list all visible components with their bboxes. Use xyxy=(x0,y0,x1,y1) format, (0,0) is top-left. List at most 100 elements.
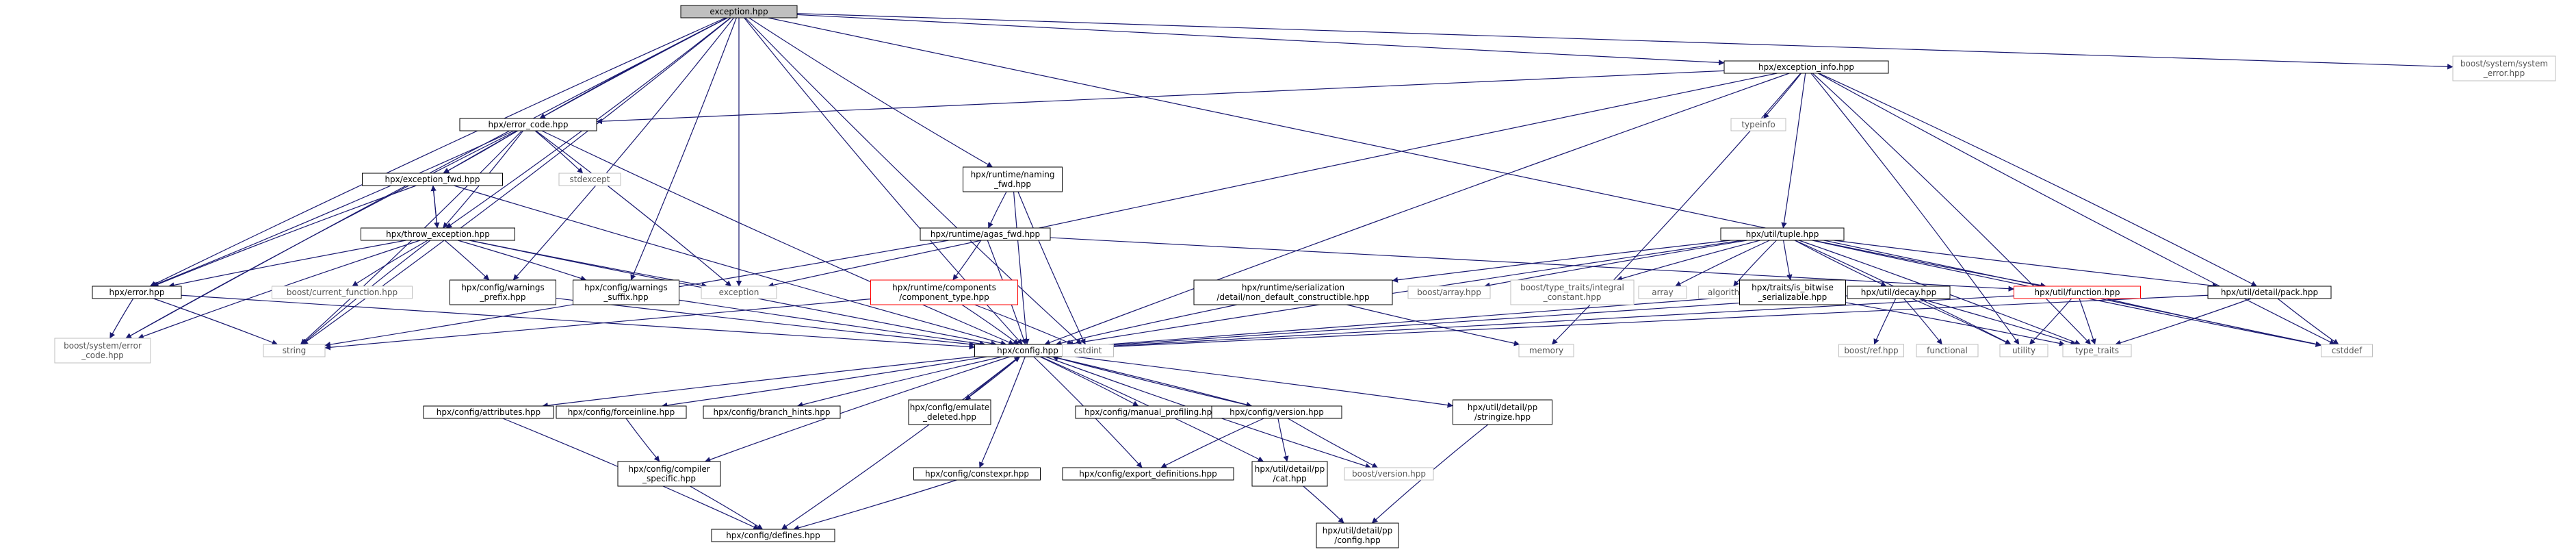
node-hpx-config-export-definitions-hpp[interactable]: hpx/config/export_definitions.hpp xyxy=(1062,467,1234,481)
node-cstdint: cstdint xyxy=(1062,344,1114,357)
node-label: hpx/exception_info.hpp xyxy=(1758,62,1854,72)
node-label: _suffix.hpp xyxy=(603,292,648,302)
node-box xyxy=(701,286,777,299)
dependency-edges xyxy=(109,13,2454,531)
edge-version-to-config xyxy=(1052,355,1252,407)
node-label: typeinfo xyxy=(1741,120,1775,129)
node-hpx-exception-info-hpp[interactable]: hpx/exception_info.hpp xyxy=(1723,60,1889,74)
node-label: hpx/util/detail/pp xyxy=(1255,464,1325,474)
node-box xyxy=(1062,344,1114,357)
edge-forceinline-to-compiler xyxy=(625,418,660,462)
node-hpx-config-warnings-prefix-hpp[interactable]: hpx/config/warnings_prefix.hpp xyxy=(450,279,556,305)
edge-function-to-typetraits xyxy=(2079,298,2096,345)
edge-config-to-version xyxy=(1052,356,1253,408)
edge-function-to-utility xyxy=(2029,298,2072,345)
node-box xyxy=(2321,344,2373,357)
node-label: hpx/config/emulate xyxy=(910,403,990,412)
node-hpx-util-decay-hpp[interactable]: hpx/util/decay.hpp xyxy=(1847,286,1951,299)
node-label: /detail/non_default_constructible.hpp xyxy=(1217,292,1369,302)
node-hpx-util-detail-pp-stringize-hpp[interactable]: hpx/util/detail/pp/stringize.hpp xyxy=(1453,399,1552,425)
edge-pack-to-config xyxy=(1080,294,2209,351)
node-hpx-config-branch-hints-hpp[interactable]: hpx/config/branch_hints.hpp xyxy=(703,405,841,419)
edge-config-to-stringize xyxy=(1075,356,1453,408)
edge-config-to-attributes xyxy=(542,356,975,409)
edge-exinfo-to-pack xyxy=(1819,73,2257,287)
node-hpx-config-hpp[interactable]: hpx/config.hpp xyxy=(974,344,1081,357)
node-label: stdexcept xyxy=(570,175,610,184)
node-label: hpx/runtime/components xyxy=(892,283,996,292)
node-boost-type-traits-integral-constant-hpp: boost/type_traits/integral_constant.hpp xyxy=(1510,279,1635,305)
node-hpx-runtime-serialization-detail-non-default-constructible-hpp[interactable]: hpx/runtime/serialization/detail/non_def… xyxy=(1193,279,1393,305)
edge-tuple-to-decay xyxy=(1794,240,1887,287)
edge-tuple-to-algorithm xyxy=(1733,240,1777,287)
node-label: hpx/util/tuple.hpp xyxy=(1746,229,1819,239)
node-hpx-config-manual-profiling-hpp[interactable]: hpx/config/manual_profiling.hpp xyxy=(1075,405,1227,419)
node-label: exception.hpp xyxy=(710,7,768,16)
node-hpx-util-function-hpp[interactable]: hpx/util/function.hpp xyxy=(2014,286,2141,299)
node-label: hpx/traits/is_bitwise xyxy=(1752,283,1834,292)
edge-exinfo-to-utility xyxy=(1810,73,2020,345)
node-hpx-config-attributes-hpp[interactable]: hpx/config/attributes.hpp xyxy=(423,405,554,419)
node-box xyxy=(573,279,679,305)
node-box xyxy=(54,338,151,364)
edge-root-to-warnpre xyxy=(512,17,734,281)
node-hpx-config-version-hpp[interactable]: hpx/config/version.hpp xyxy=(1211,405,1342,419)
edge-pack-to-typetraits xyxy=(2115,298,2252,346)
edge-function-to-cstddef xyxy=(2105,298,2321,347)
node-label: hpx/config/compiler xyxy=(628,464,710,474)
node-hpx-exception-fwd-hpp[interactable]: hpx/exception_fwd.hpp xyxy=(362,173,503,186)
node-hpx-config-warnings-suffix-hpp[interactable]: hpx/config/warnings_suffix.hpp xyxy=(573,279,679,305)
node-label: hpx/config/warnings xyxy=(461,283,544,292)
node-hpx-runtime-agas-fwd-hpp[interactable]: hpx/runtime/agas_fwd.hpp xyxy=(920,227,1051,241)
edge-root-to-syserr xyxy=(796,13,2454,70)
node-label: cstddef xyxy=(2332,346,2363,355)
node-hpx-config-compiler-specific-hpp[interactable]: hpx/config/compiler_specific.hpp xyxy=(617,461,721,487)
node-hpx-error-hpp[interactable]: hpx/error.hpp xyxy=(92,286,182,299)
node-exception-hpp[interactable]: exception.hpp xyxy=(680,5,798,18)
edge-config-to-forceinline xyxy=(661,356,987,409)
edge-throwexc-to-warnsuf xyxy=(457,240,587,281)
node-label: boost/ref.hpp xyxy=(1844,346,1898,355)
node-label: boost/type_traits/integral xyxy=(1520,283,1624,292)
node-hpx-throw-exception-hpp[interactable]: hpx/throw_exception.hpp xyxy=(361,227,515,241)
node-hpx-runtime-naming-fwd-hpp[interactable]: hpx/runtime/naming_fwd.hpp xyxy=(963,166,1063,192)
edge-version-to-ppcat xyxy=(1277,418,1289,462)
node-hpx-config-forceinline-hpp[interactable]: hpx/config/forceinline.hpp xyxy=(556,405,687,419)
node-hpx-util-detail-pp-config-hpp[interactable]: hpx/util/detail/pp/config.hpp xyxy=(1316,522,1399,548)
edge-error-to-string xyxy=(153,298,278,345)
node-hpx-util-detail-pp-cat-hpp[interactable]: hpx/util/detail/pp/cat.hpp xyxy=(1251,461,1328,487)
node-hpx-config-defines-hpp[interactable]: hpx/config/defines.hpp xyxy=(711,529,835,542)
node-label: boost/system/error xyxy=(64,341,142,351)
edge-decay-to-config xyxy=(1080,295,1848,350)
node-hpx-traits-is-bitwise-serializable-hpp[interactable]: hpx/traits/is_bitwise_serializable.hpp xyxy=(1739,279,1846,305)
edge-agas-to-comptype xyxy=(952,240,982,281)
node-hpx-runtime-components-component-type-hpp[interactable]: hpx/runtime/components/component_type.hp… xyxy=(870,279,1018,305)
node-label: hpx/config/manual_profiling.hpp xyxy=(1084,407,1217,417)
node-box xyxy=(2452,55,2556,81)
node-box xyxy=(711,529,835,542)
node-hpx-util-detail-pack-hpp[interactable]: hpx/util/detail/pack.hpp xyxy=(2207,286,2332,299)
edge-exinfo-to-errcode xyxy=(596,70,1725,125)
node-label: _prefix.hpp xyxy=(480,292,526,302)
node-hpx-error-code-hpp[interactable]: hpx/error_code.hpp xyxy=(459,118,597,131)
edge-ppcat-to-ppconfig xyxy=(1303,485,1344,524)
node-box xyxy=(1999,344,2048,357)
node-array: array xyxy=(1638,286,1687,299)
node-label: hpx/util/detail/pp xyxy=(1323,526,1392,535)
edge-throwexc-to-curfn xyxy=(352,240,428,287)
node-box xyxy=(908,399,991,425)
edge-exinfo-to-typeinfo xyxy=(1763,73,1801,119)
node-box xyxy=(362,173,503,186)
edge-tuple-to-nondef xyxy=(1392,240,1731,283)
node-box xyxy=(361,227,515,241)
node-box xyxy=(1739,279,1846,305)
node-box xyxy=(1510,279,1635,305)
node-box xyxy=(450,279,556,305)
node-hpx-util-tuple-hpp[interactable]: hpx/util/tuple.hpp xyxy=(1720,227,1845,241)
node-box xyxy=(617,461,721,487)
edge-config-to-manual xyxy=(1039,356,1139,407)
edge-decay-to-functional xyxy=(1903,298,1942,345)
node-label: hpx/throw_exception.hpp xyxy=(386,229,490,239)
node-hpx-config-emulate-deleted-hpp[interactable]: hpx/config/emulate_deleted.hpp xyxy=(908,399,991,425)
node-hpx-config-constexpr-hpp[interactable]: hpx/config/constexpr.hpp xyxy=(913,467,1041,481)
